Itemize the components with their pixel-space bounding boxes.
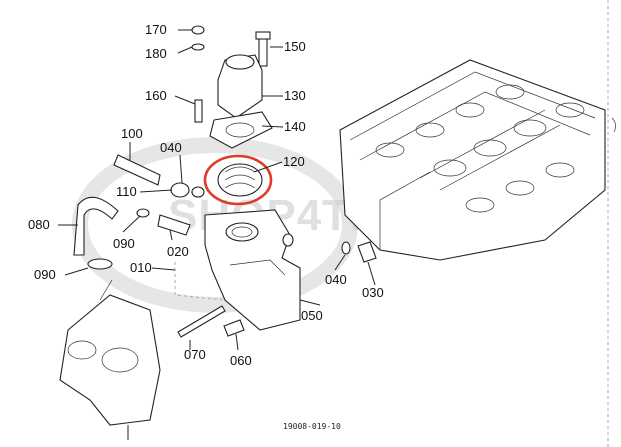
thermostat-housing — [174, 209, 301, 331]
left-fittings — [73, 154, 205, 270]
edge-fragment — [611, 117, 616, 133]
part-label-150: 150 — [284, 39, 306, 54]
part-labels: 170 180 150 160 130 140 100 040 120 110 … — [28, 22, 384, 431]
thermostat — [203, 154, 273, 206]
part-label-090: 090 — [113, 236, 135, 251]
part-label-060: 060 — [230, 353, 252, 368]
part-label-030: 030 — [362, 285, 384, 300]
engine-block — [339, 59, 606, 261]
part-label-120: 120 — [283, 154, 305, 169]
part-label-090-lower: 090 — [34, 267, 56, 282]
part-label-160: 160 — [145, 88, 167, 103]
thermostat-highlight-circle — [203, 154, 273, 206]
drain-plug — [341, 241, 377, 263]
water-flange-assembly — [191, 25, 273, 149]
part-label-100: 100 — [121, 126, 143, 141]
leader-lines — [58, 29, 376, 351]
part-label-070: 070 — [184, 347, 206, 362]
drawing-code: 19008-019-10 — [283, 422, 341, 431]
part-label-130: 130 — [284, 88, 306, 103]
part-label-140: 140 — [284, 119, 306, 134]
part-label-080: 080 — [28, 217, 50, 232]
bolts — [177, 305, 245, 338]
part-label-170: 170 — [145, 22, 167, 37]
part-label-040-lower: 040 — [325, 272, 347, 287]
part-label-050: 050 — [301, 308, 323, 323]
part-label-010: 010 — [130, 260, 152, 275]
water-pump — [59, 279, 161, 440]
part-label-020: 020 — [167, 244, 189, 259]
part-label-040: 040 — [160, 140, 182, 155]
part-label-110: 110 — [116, 184, 137, 199]
part-label-180: 180 — [145, 46, 167, 61]
